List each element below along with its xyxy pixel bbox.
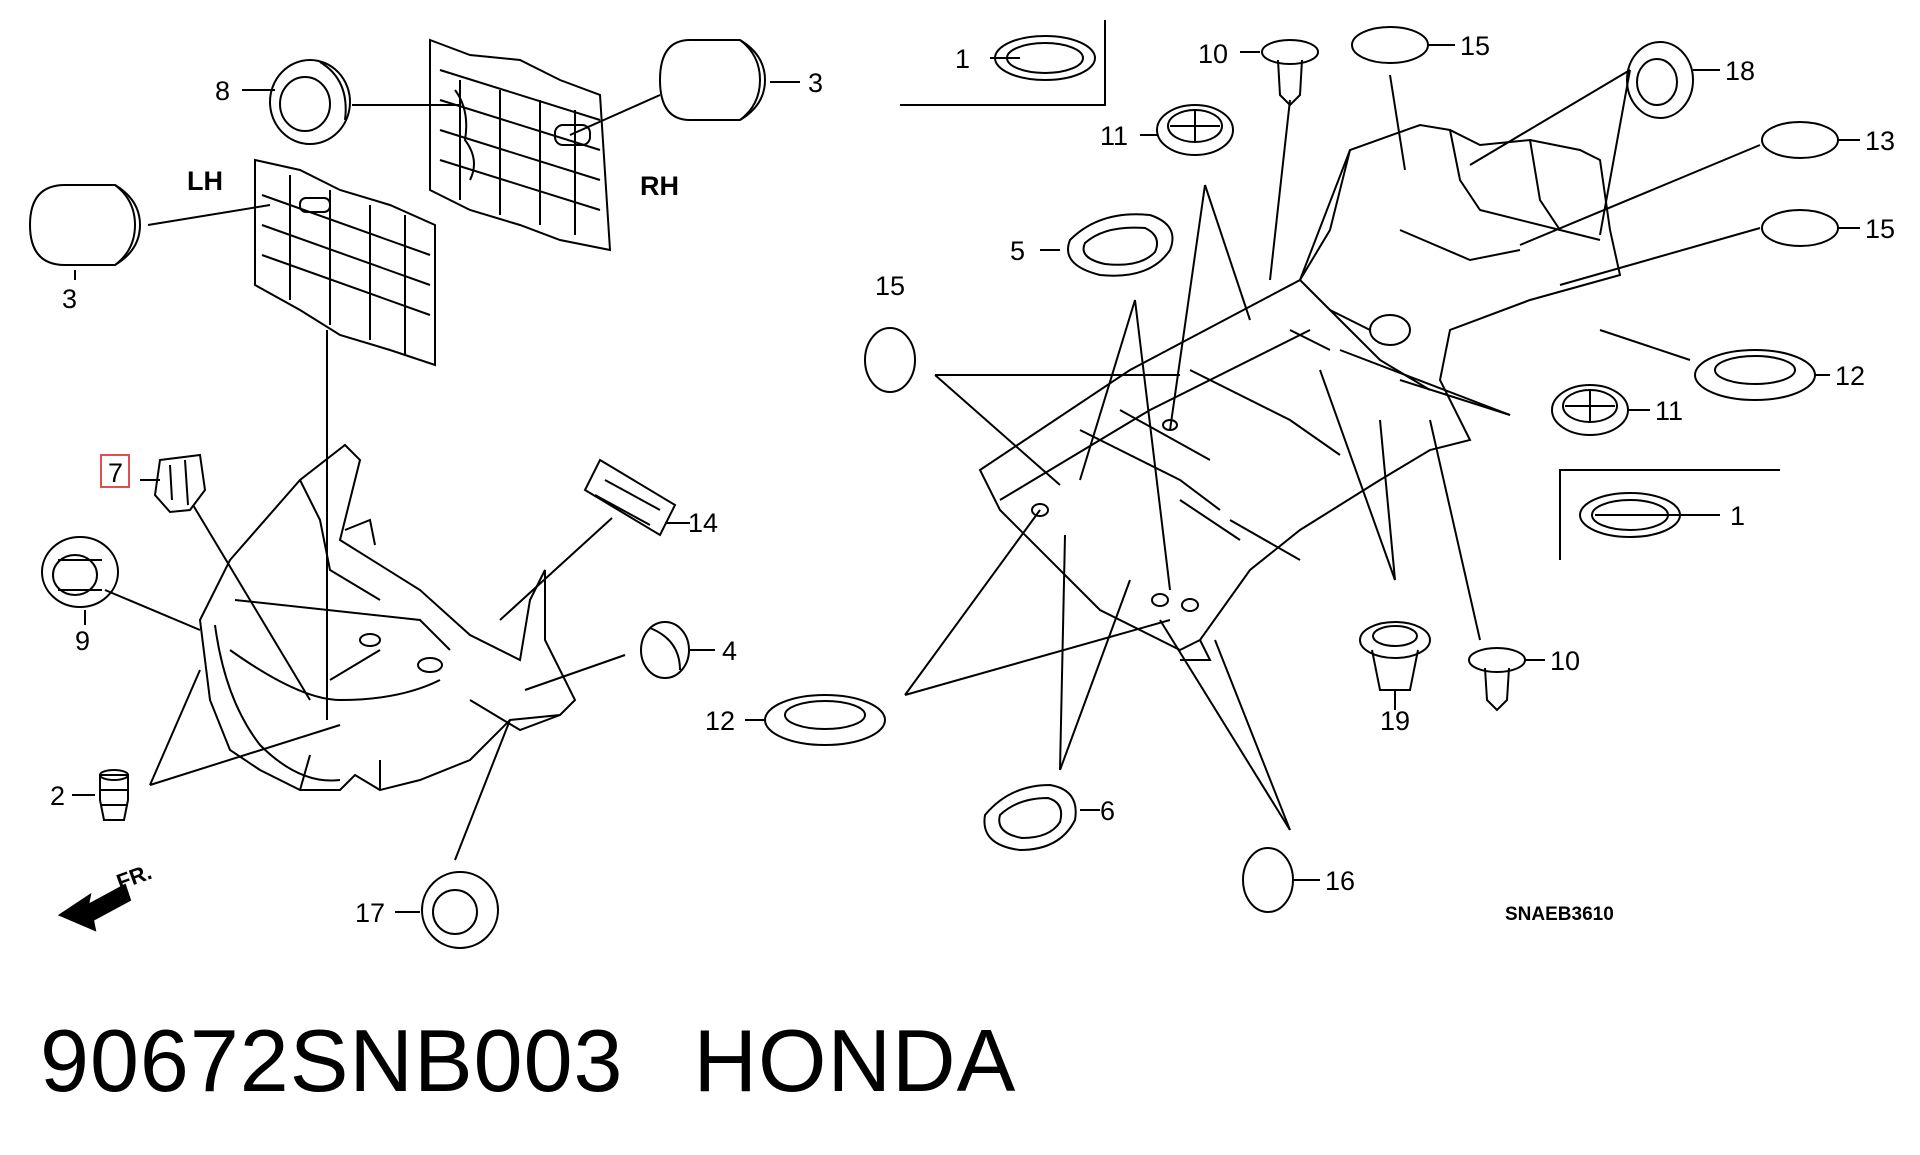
callout-13: 13 [1865, 126, 1895, 156]
diagram-code: SNAEB3610 [1505, 904, 1614, 925]
callout-11-lower: 11 [1655, 396, 1683, 426]
label-lh: LH [187, 166, 223, 196]
part-5-plug [1067, 213, 1174, 277]
callout-15-left: 15 [875, 271, 905, 301]
part-11-grommet-upper [1156, 104, 1234, 156]
label-rh: RH [640, 171, 679, 201]
callout-ticks [72, 44, 1860, 913]
part-7-highlight-box [100, 454, 130, 488]
callout-10-upper: 10 [1198, 39, 1228, 69]
part-9-grommet [41, 536, 119, 608]
callout-14: 14 [688, 508, 718, 538]
callout-17: 17 [355, 898, 385, 928]
callout-15-right: 15 [1865, 214, 1895, 244]
part-number: 90672SNB003 [40, 1011, 624, 1110]
brand-name: HONDA [693, 1011, 1017, 1110]
front-body-frame-drawing [198, 443, 577, 792]
part-16-oring [1242, 847, 1294, 913]
callout-3-lower: 3 [62, 284, 77, 314]
dash-panel-lh-drawing [254, 158, 436, 367]
part-4-cap [640, 621, 690, 679]
right-leader-lines [904, 69, 1761, 831]
dash-panel-rh-drawing [429, 38, 612, 252]
part-15-oring-left [864, 327, 916, 393]
callout-12-left: 12 [705, 706, 735, 736]
part-15-oring-top [1351, 26, 1429, 64]
callout-9: 9 [75, 626, 90, 656]
part-10-clip-lower [1468, 647, 1526, 712]
part-6-plug [983, 783, 1077, 852]
part-19-grommet [1359, 621, 1431, 691]
part-3-plug-upper [658, 39, 767, 121]
callout-1-upper: 1 [955, 44, 970, 74]
part-10-clip-upper [1261, 39, 1319, 107]
callout-3-upper: 3 [808, 68, 823, 98]
callout-4: 4 [722, 636, 737, 666]
part-18-grommet [1626, 41, 1694, 119]
part-11-grommet-lower [1551, 384, 1629, 436]
part-7-clip [153, 453, 207, 514]
part-17-grommet [421, 871, 499, 949]
part-14-foam-pad [583, 458, 677, 537]
callout-2: 2 [50, 781, 65, 811]
callout-15-top: 15 [1460, 31, 1490, 61]
left-leader-lines [104, 94, 661, 861]
callout-11-upper: 11 [1100, 121, 1128, 151]
part-3-plug-lower [28, 184, 142, 266]
footer: 90672SNB003 HONDA [40, 1010, 1016, 1112]
front-arrow-icon [57, 883, 132, 932]
callout-8: 8 [215, 76, 230, 106]
callout-5: 5 [1010, 236, 1025, 266]
callout-19: 19 [1380, 706, 1410, 736]
callout-6: 6 [1100, 796, 1115, 826]
floor-panel-drawing [978, 123, 1622, 661]
callout-18: 18 [1725, 56, 1755, 86]
part-8-grommet [269, 59, 351, 145]
callout-16: 16 [1325, 866, 1355, 896]
label-front: FR. [113, 859, 155, 895]
callout-12-right: 12 [1835, 361, 1865, 391]
part-12-seal-right [1694, 349, 1816, 401]
part-12-seal-left [764, 694, 886, 746]
callout-7: 7 [108, 458, 123, 488]
part-1-frame-lower [1559, 469, 1780, 560]
part-1-frame-upper [900, 20, 1106, 106]
part-15-oring-right [1761, 209, 1839, 247]
callout-1-lower: 1 [1730, 501, 1745, 531]
part-13-oring [1761, 121, 1839, 159]
part-2-stopper [99, 769, 129, 821]
callout-10-lower: 10 [1550, 646, 1580, 676]
